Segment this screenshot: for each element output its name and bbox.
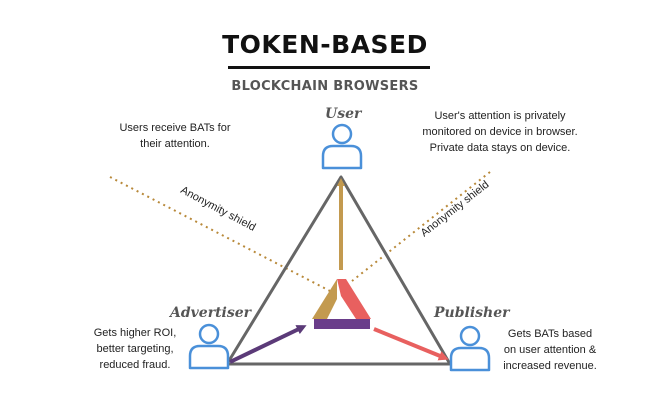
anonymity-shield-line-left [109,176,331,292]
role-label-publisher: Publisher [434,305,510,321]
note-user-right: User's attention is privately monitored … [422,110,578,154]
person-icon [321,123,363,170]
role-label-user: User [325,106,362,122]
page-title: TOKEN-BASED [222,30,428,59]
arrow-from-advertiser [229,325,307,364]
arrow-to-publisher [373,327,449,361]
bat-logo-icon [312,279,371,329]
note-publisher: Gets BATs based on user attention & incr… [503,328,597,372]
role-label-advertiser: Advertiser [170,305,252,321]
relationship-triangle [225,175,452,366]
note-user-left: Users receive BATs for their attention. [119,122,231,150]
person-icon [449,325,491,372]
title-underline [228,66,430,69]
page-subtitle: BLOCKCHAIN BROWSERS [231,79,419,94]
person-icon [188,323,230,370]
note-advertiser: Gets higher ROI, better targeting, reduc… [93,327,177,371]
